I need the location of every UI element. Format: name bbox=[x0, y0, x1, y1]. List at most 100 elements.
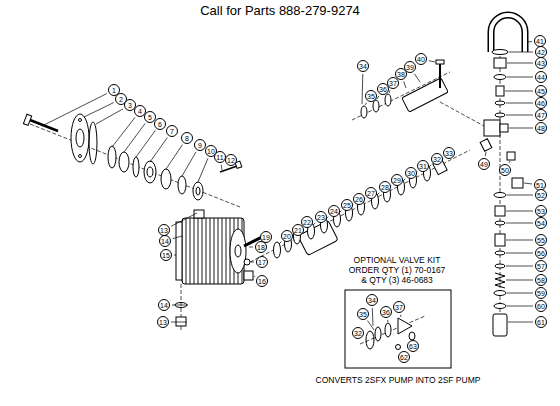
callout-number: 7 bbox=[166, 125, 178, 137]
leader-line bbox=[251, 262, 254, 263]
note-text: CONVERTS 2SFX PUMP INTO 2SF PUMP bbox=[315, 376, 482, 385]
callout-number: 59 bbox=[535, 287, 547, 299]
crank-parts bbox=[79, 119, 82, 122]
outlet-parts bbox=[500, 124, 508, 132]
callout-number: 32 bbox=[352, 327, 364, 339]
outlet-parts bbox=[484, 120, 500, 136]
pump-body bbox=[235, 245, 241, 257]
valve-assembly bbox=[373, 100, 379, 112]
outlet-parts bbox=[494, 58, 506, 68]
callout-number: 48 bbox=[535, 122, 547, 134]
pump-body bbox=[182, 218, 244, 284]
callout-number: 36 bbox=[380, 306, 392, 318]
outlet-parts bbox=[512, 178, 523, 188]
callout-number: 60 bbox=[535, 300, 547, 312]
outlet-parts bbox=[493, 314, 507, 336]
callout-number: 13 bbox=[157, 316, 169, 328]
callout-number: 34 bbox=[366, 294, 378, 306]
inset-kit bbox=[345, 290, 451, 368]
pump-body bbox=[244, 271, 253, 280]
outlet-parts bbox=[494, 304, 506, 309]
callout-number: 40 bbox=[415, 53, 427, 65]
leader-line bbox=[362, 74, 364, 104]
outlet-parts bbox=[494, 75, 506, 80]
crank-parts bbox=[23, 114, 241, 200]
callout-number: 43 bbox=[535, 57, 547, 69]
callout-number: 56 bbox=[535, 247, 547, 259]
leader-line bbox=[150, 138, 167, 163]
callout-number: 44 bbox=[535, 71, 547, 83]
crank-parts bbox=[71, 114, 89, 162]
crank-parts bbox=[23, 114, 31, 125]
outlet-parts bbox=[495, 264, 505, 268]
valve-assembly bbox=[361, 60, 448, 118]
leader-line bbox=[506, 223, 533, 224]
leader-line bbox=[506, 266, 533, 267]
leader-line bbox=[506, 253, 533, 254]
crank-parts bbox=[76, 129, 84, 147]
leader-line bbox=[506, 280, 533, 281]
leader-line bbox=[527, 41, 532, 42]
note-text: ORDER QTY (1) 70-0167 bbox=[348, 266, 447, 275]
leader-line bbox=[136, 131, 155, 158]
leader-line bbox=[124, 123, 145, 152]
outlet-parts bbox=[495, 273, 505, 288]
outlet-parts bbox=[494, 291, 506, 296]
crank-parts bbox=[147, 167, 153, 177]
outlet-parts bbox=[495, 113, 505, 117]
callout-number: 35 bbox=[357, 308, 369, 320]
inset-kit bbox=[366, 331, 374, 349]
leader-line bbox=[365, 103, 367, 105]
leader-line bbox=[42, 94, 107, 126]
leader-line bbox=[485, 152, 487, 156]
leader-line bbox=[509, 161, 510, 163]
outlet-parts bbox=[495, 251, 505, 255]
leader-line bbox=[173, 236, 182, 239]
callout-number: 32 bbox=[431, 153, 443, 165]
inset-kit bbox=[375, 327, 381, 341]
manifold-parts bbox=[274, 159, 448, 258]
callout-number: 14 bbox=[158, 299, 170, 311]
leader-line bbox=[506, 240, 533, 241]
callout-number: 31 bbox=[417, 160, 429, 172]
leader-line bbox=[166, 145, 183, 169]
callout-number: 20 bbox=[281, 230, 293, 242]
leader-line bbox=[372, 308, 374, 326]
leader-line bbox=[249, 247, 253, 248]
leader-line bbox=[182, 152, 196, 176]
center-line bbox=[250, 150, 470, 262]
inset-kit bbox=[409, 332, 415, 340]
leader-line bbox=[313, 223, 315, 225]
callout-number: 62 bbox=[398, 351, 410, 363]
crank-parts bbox=[79, 155, 82, 158]
callout-number: 52 bbox=[535, 189, 547, 201]
inset-kit bbox=[385, 323, 391, 337]
leader-line bbox=[404, 82, 406, 89]
crank-parts bbox=[108, 146, 116, 168]
callout-number: 22 bbox=[301, 216, 313, 228]
outlet-parts bbox=[495, 101, 505, 105]
callout-number: 55 bbox=[535, 234, 547, 246]
callout-number: 35 bbox=[365, 90, 377, 102]
crank-parts bbox=[193, 182, 203, 200]
callout-number: 15 bbox=[160, 249, 172, 261]
leader-line bbox=[509, 52, 533, 53]
title: Call for Parts 888-279-9274 bbox=[199, 4, 361, 18]
callout-number: 57 bbox=[535, 260, 547, 272]
outlet-parts bbox=[491, 15, 525, 52]
leader-line bbox=[524, 183, 532, 184]
crank-parts bbox=[133, 157, 139, 177]
leader-line bbox=[377, 193, 379, 195]
callout-number: 63 bbox=[407, 340, 419, 352]
pump-body bbox=[175, 210, 268, 326]
outlet-parts bbox=[496, 86, 504, 96]
callout-number: 27 bbox=[365, 187, 377, 199]
outlet-parts bbox=[491, 15, 525, 52]
pump-body bbox=[230, 229, 246, 273]
leader-line bbox=[400, 315, 401, 317]
callout-number: 6 bbox=[154, 118, 166, 130]
leader-line bbox=[96, 109, 123, 124]
leader-line bbox=[112, 117, 135, 147]
callout-number: 58 bbox=[535, 274, 547, 286]
